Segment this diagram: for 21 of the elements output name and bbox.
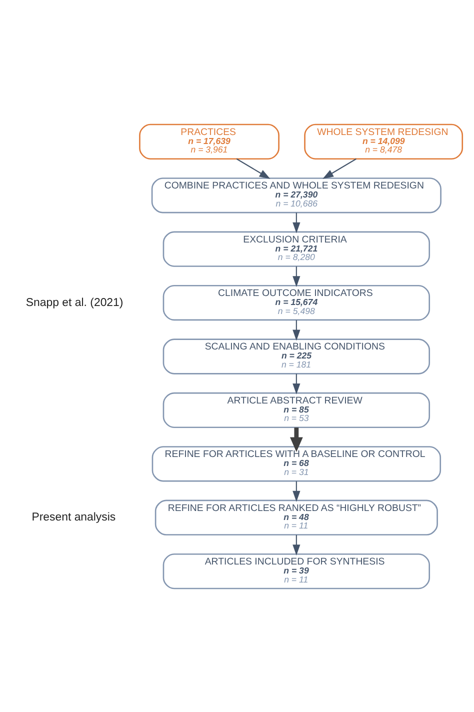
node-box: CLIMATE OUTCOME INDICATORS n = 15,674 n = 5,498	[162, 284, 430, 320]
arrow	[292, 373, 300, 394]
arrow	[322, 158, 357, 178]
node-box: REFINE FOR ARTICLES WITH A BASELINE OR CONTROL n = 68 n = 31	[152, 446, 442, 482]
node-box: COMBINE PRACTICES AND WHOLE SYSTEM REDESIGN n = 27,390 n = 10,686	[151, 177, 442, 213]
node-box: ARTICLES INCLUDED FOR SYNTHESIS n = 39 n = 11	[162, 552, 430, 589]
label: Present analysis	[32, 511, 116, 524]
arrow	[292, 534, 300, 556]
node-box: PRACTICES n = 17,639 n = 3,961	[139, 123, 280, 160]
node-box: EXCLUSION CRITERIA n = 21,721 n = 8,280	[162, 230, 430, 266]
arrow	[292, 320, 300, 340]
node-box: WHOLE SYSTEM REDESIGN n = 14,099 n = 8,478	[304, 123, 464, 160]
node-box: SCALING AND ENABLING CONDITIONS n = 225 n = 181	[162, 338, 430, 374]
node-box: REFINE FOR ARTICLES RANKED AS “HIGHLY ROBUST” n = 48 n = 11	[154, 499, 438, 535]
arrow	[292, 266, 300, 286]
label: Snapp et al. (2021)	[26, 296, 124, 308]
arrow	[290, 427, 303, 452]
arrow	[292, 212, 300, 233]
arrow	[236, 158, 270, 178]
arrow	[292, 480, 300, 502]
node-box: ARTICLE ABSTRACT REVIEW n = 85 n = 53	[162, 392, 430, 428]
